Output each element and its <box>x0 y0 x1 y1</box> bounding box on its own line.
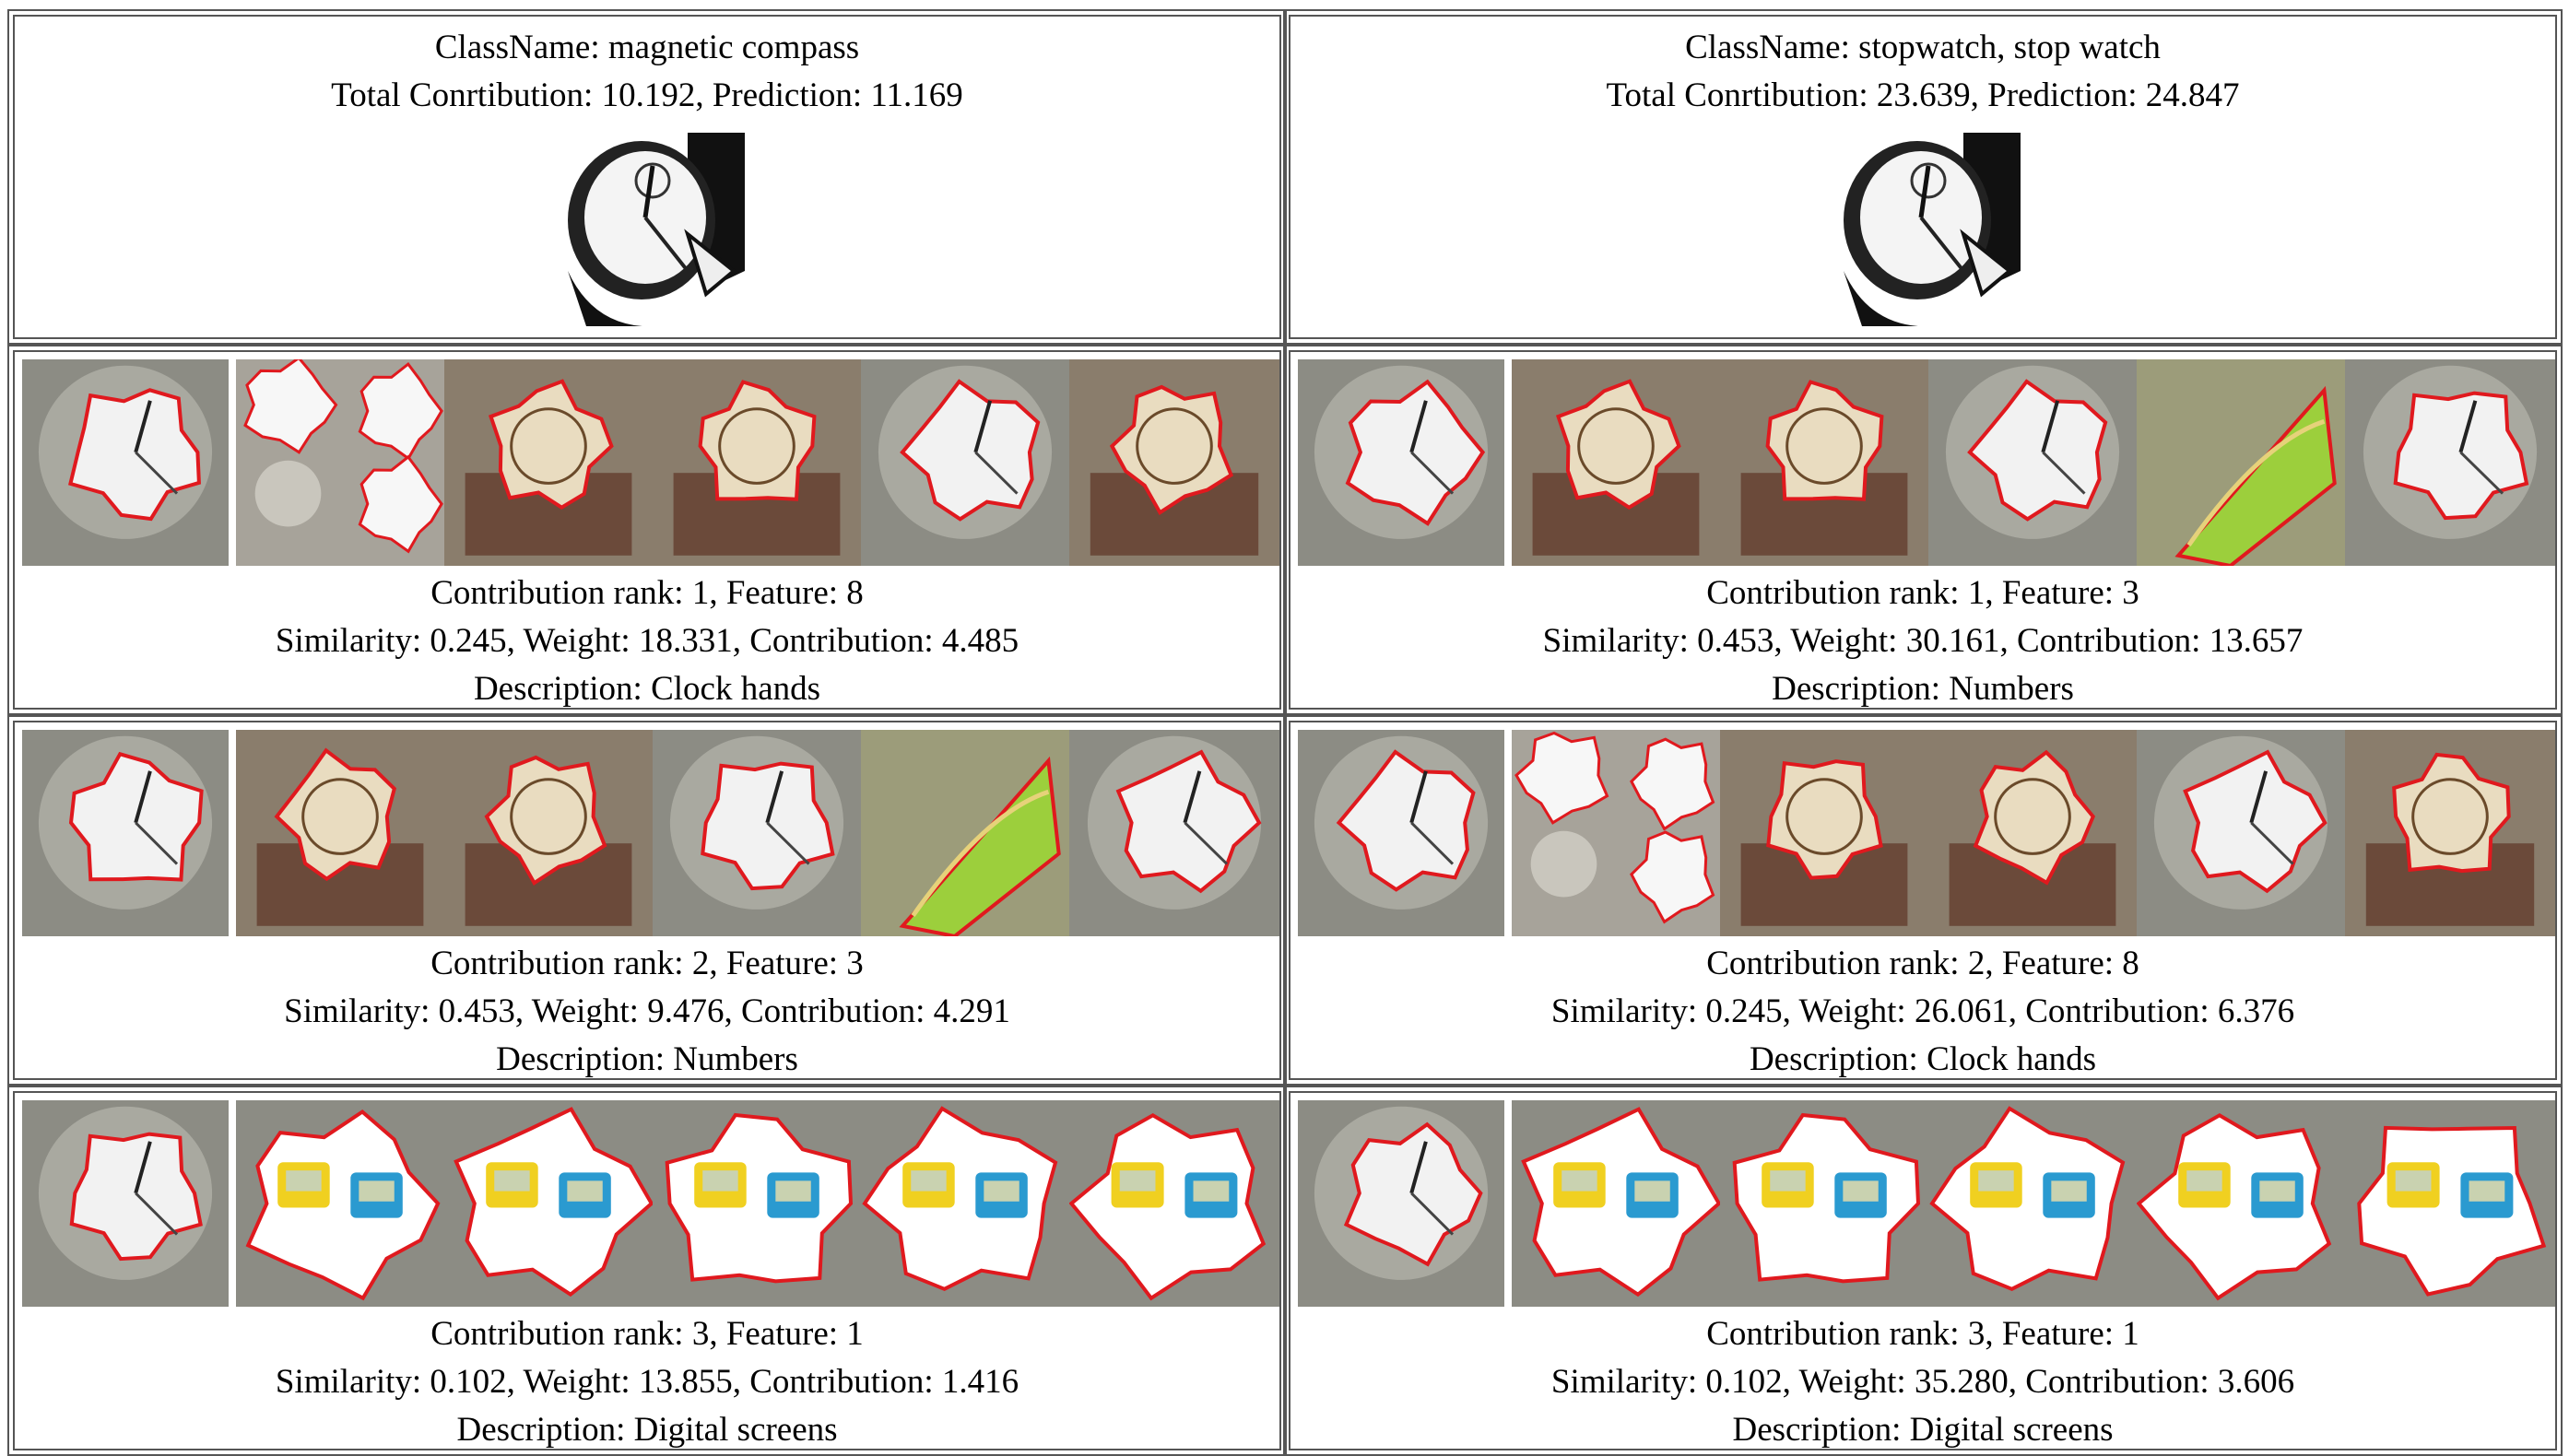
prototype-thumbnail <box>444 730 653 936</box>
prototype-thumbnail <box>236 1100 444 1307</box>
prototype-thumbnail <box>1512 359 1720 566</box>
prototype-thumbnail <box>2137 359 2345 566</box>
rank-label: Contribution rank: 3, Feature: 1 <box>1706 1315 2139 1353</box>
prototype-thumbnail <box>1069 359 1279 566</box>
prototype-thumbnail <box>861 359 1069 566</box>
prototype-thumbnail <box>1720 730 1928 936</box>
prototype-thumbnail <box>1928 359 2137 566</box>
class-header-panel: ClassName: magnetic compass Total Conrti… <box>7 9 1287 345</box>
prototype-strip <box>1298 730 2555 936</box>
description-label: Description: Clock hands <box>1749 1040 2097 1078</box>
prototype-thumbnail <box>236 730 444 936</box>
stats-label: Similarity: 0.102, Weight: 13.855, Contr… <box>275 1363 1019 1401</box>
description-label: Description: Clock hands <box>473 670 821 708</box>
prototype-thumbnail <box>2137 730 2345 936</box>
rank-label: Contribution rank: 1, Feature: 8 <box>430 574 864 612</box>
prototype-thumbnail <box>1928 1100 2137 1307</box>
stats-label: Similarity: 0.453, Weight: 9.476, Contri… <box>284 992 1010 1030</box>
prototype-strip <box>22 730 1279 936</box>
prototype-thumbnail <box>22 730 229 936</box>
prototype-thumbnail <box>1720 1100 1928 1307</box>
prototype-thumbnail <box>22 1100 229 1307</box>
rank-label: Contribution rank: 1, Feature: 3 <box>1706 574 2139 612</box>
stats-label: Similarity: 0.102, Weight: 35.280, Contr… <box>1550 1363 2295 1401</box>
prototype-thumbnail <box>444 359 653 566</box>
class-header-panel: ClassName: stopwatch, stop watch Total C… <box>1283 9 2563 345</box>
description-label: Description: Digital screens <box>456 1411 838 1449</box>
prototype-thumbnail <box>1298 1100 1504 1307</box>
stats-label: Similarity: 0.453, Weight: 30.161, Contr… <box>1542 622 2304 660</box>
prototype-thumbnail <box>1069 730 1279 936</box>
feature-panel: Contribution rank: 3, Feature: 1 Similar… <box>1283 1086 2563 1456</box>
prototype-thumbnail <box>861 1100 1069 1307</box>
prototype-thumbnail <box>444 1100 653 1307</box>
feature-panel: Contribution rank: 2, Feature: 8 Similar… <box>1283 715 2563 1086</box>
prototype-thumbnail <box>1928 730 2137 936</box>
prototype-thumbnail <box>861 730 1069 936</box>
rank-label: Contribution rank: 2, Feature: 8 <box>1706 945 2139 982</box>
prototype-thumbnail <box>22 359 229 566</box>
prototype-thumbnail <box>2345 359 2555 566</box>
prototype-thumbnail <box>2137 1100 2345 1307</box>
prototype-strip <box>22 359 1279 566</box>
description-label: Description: Numbers <box>496 1040 798 1078</box>
feature-panel: Contribution rank: 3, Feature: 1 Similar… <box>7 1086 1287 1456</box>
prototype-thumbnail <box>1298 359 1504 566</box>
class-name-label: ClassName: magnetic compass <box>434 29 860 66</box>
description-label: Description: Digital screens <box>1732 1411 2114 1449</box>
prototype-thumbnail <box>1298 730 1504 936</box>
query-image <box>1825 133 2021 327</box>
rank-label: Contribution rank: 3, Feature: 1 <box>430 1315 864 1353</box>
prototype-thumbnail <box>653 1100 861 1307</box>
feature-panel: Contribution rank: 2, Feature: 3 Similar… <box>7 715 1287 1086</box>
feature-panel: Contribution rank: 1, Feature: 8 Similar… <box>7 345 1287 715</box>
prototype-thumbnail <box>1512 730 1720 936</box>
class-name-label: ClassName: stopwatch, stop watch <box>1685 29 2161 66</box>
prototype-thumbnail <box>2345 1100 2555 1307</box>
prototype-strip <box>22 1100 1279 1307</box>
prototype-thumbnail <box>1512 1100 1720 1307</box>
totals-label: Total Conrtibution: 10.192, Prediction: … <box>331 76 963 114</box>
prototype-thumbnail <box>1069 1100 1279 1307</box>
feature-panel: Contribution rank: 1, Feature: 3 Similar… <box>1283 345 2563 715</box>
prototype-thumbnail <box>2345 730 2555 936</box>
description-label: Description: Numbers <box>1772 670 2074 708</box>
rank-label: Contribution rank: 2, Feature: 3 <box>430 945 864 982</box>
totals-label: Total Conrtibution: 23.639, Prediction: … <box>1606 76 2240 114</box>
stats-label: Similarity: 0.245, Weight: 18.331, Contr… <box>275 622 1019 660</box>
prototype-strip <box>1298 1100 2555 1307</box>
prototype-strip <box>1298 359 2555 566</box>
stats-label: Similarity: 0.245, Weight: 26.061, Contr… <box>1550 992 2295 1030</box>
prototype-thumbnail <box>653 359 861 566</box>
prototype-thumbnail <box>236 359 444 566</box>
prototype-thumbnail <box>653 730 861 936</box>
prototype-thumbnail <box>1720 359 1928 566</box>
query-image <box>549 133 745 327</box>
